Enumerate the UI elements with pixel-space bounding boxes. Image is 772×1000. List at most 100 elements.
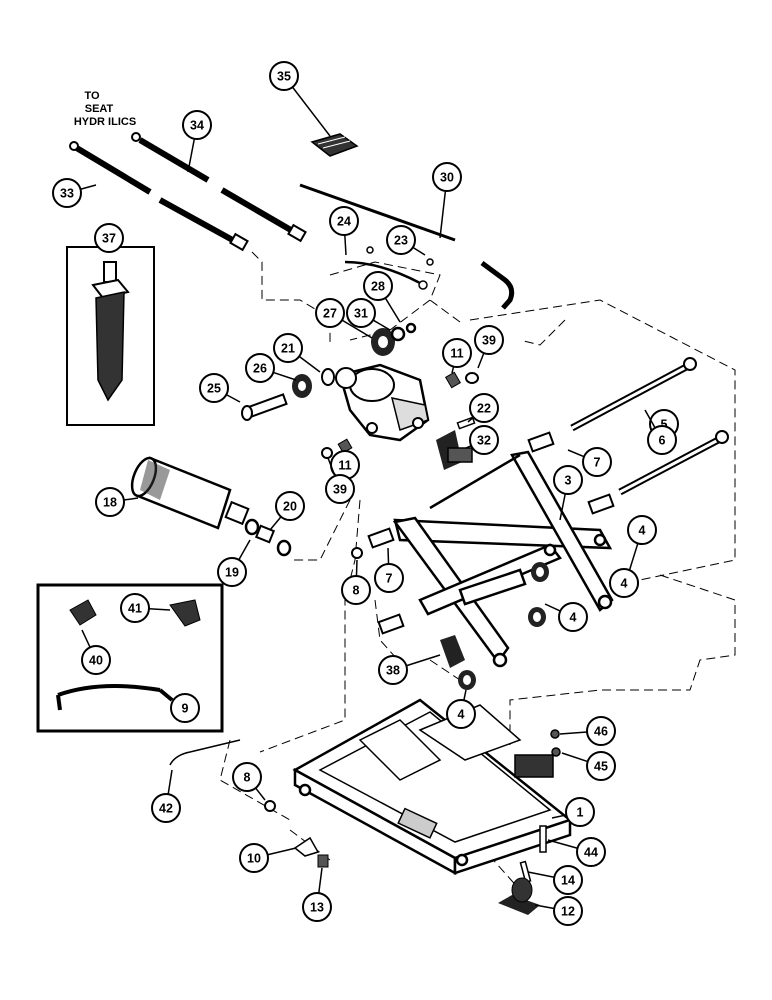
callout-leader <box>267 847 297 856</box>
callout-number: 7 <box>386 572 393 586</box>
callout-12: 12 <box>534 896 583 926</box>
bracket-38 <box>440 635 465 668</box>
callout-44: 44 <box>547 837 606 867</box>
callout-leader <box>372 319 391 331</box>
callout-circle <box>378 655 408 685</box>
callout-number: 4 <box>621 577 628 591</box>
callout-number: 34 <box>190 119 204 133</box>
callout-number: 41 <box>128 602 142 616</box>
callout-39: 39 <box>474 325 504 369</box>
callout-number: 37 <box>102 232 116 246</box>
callout-number: 22 <box>477 402 491 416</box>
inset-37 <box>66 246 155 426</box>
callout-leader <box>298 355 321 373</box>
callout-leader <box>467 416 474 423</box>
callout-number: 7 <box>594 456 601 470</box>
hose-34 <box>131 132 307 243</box>
callout-number: 42 <box>159 802 173 816</box>
callout-leader <box>547 839 578 849</box>
callout-circle <box>363 271 393 301</box>
callout-46: 46 <box>559 716 616 746</box>
callout-circle <box>374 563 404 593</box>
bracket-32 <box>436 430 473 470</box>
callout-circle <box>269 61 299 91</box>
callout-30: 30 <box>432 162 462 239</box>
callout-4: 4 <box>609 568 639 598</box>
callout-leader <box>255 787 266 801</box>
callout-circle <box>94 223 124 253</box>
callout-circle <box>182 110 212 140</box>
callout-number: 20 <box>283 500 297 514</box>
washer-31 <box>390 326 406 342</box>
callout-circle <box>565 797 595 827</box>
callout-42: 42 <box>151 769 181 823</box>
callout-leader <box>327 457 336 477</box>
rod-5 <box>618 430 729 496</box>
callout-circle <box>609 568 639 598</box>
bushing-7-lower <box>367 527 405 635</box>
nut-8-lower <box>264 800 276 812</box>
callout-circle <box>170 693 200 723</box>
callout-circle <box>232 762 262 792</box>
callout-circle <box>446 699 476 729</box>
callout-number: 39 <box>333 483 347 497</box>
callout-leader <box>80 184 97 190</box>
callout-32: 32 <box>465 425 499 455</box>
bolt-44 <box>539 825 547 853</box>
callout-27: 27 <box>315 298 373 339</box>
callout-34: 34 <box>182 110 212 173</box>
callout-number: 24 <box>337 215 351 229</box>
callout-number: 28 <box>371 280 385 294</box>
callout-1: 1 <box>551 797 595 827</box>
callout-leader <box>273 371 297 381</box>
callout-circle <box>199 373 229 403</box>
callout-number: 11 <box>338 459 351 473</box>
callout-leader <box>412 246 426 256</box>
callout-circle <box>586 751 616 781</box>
callout-circle <box>386 225 416 255</box>
rod-6 <box>570 357 697 432</box>
callout-leader <box>644 409 656 429</box>
wire-42 <box>169 739 241 766</box>
callout-number: 10 <box>247 852 261 866</box>
callout-leader <box>559 731 588 735</box>
callout-number: 9 <box>182 702 189 716</box>
callout-20: 20 <box>269 491 305 531</box>
callout-leader <box>551 814 567 819</box>
plug-39-upper <box>465 372 479 384</box>
callout-41: 41 <box>120 593 171 623</box>
callout-leader <box>477 352 485 369</box>
callout-circle <box>432 162 462 192</box>
callout-number: 19 <box>225 566 239 580</box>
callout-circle <box>302 892 332 922</box>
callout-4: 4 <box>544 602 588 632</box>
callout-19: 19 <box>217 539 251 587</box>
callout-number: 12 <box>561 905 575 919</box>
callout-leader <box>81 629 91 648</box>
callout-circle <box>442 338 472 368</box>
bracket-12 <box>498 877 540 915</box>
base-plate-1 <box>292 698 573 876</box>
note-line-3: HYDR ILICS <box>74 116 136 128</box>
callout-33: 33 <box>52 178 97 208</box>
callout-number: 27 <box>323 307 337 321</box>
link-24 <box>344 260 421 285</box>
callout-number: 38 <box>386 664 400 678</box>
callout-31: 31 <box>346 298 391 331</box>
callout-35: 35 <box>269 61 331 137</box>
callout-28: 28 <box>363 271 401 323</box>
callout-number: 3 <box>565 474 572 488</box>
callout-leader <box>269 516 282 531</box>
bearing-26 <box>292 374 312 398</box>
nut-8-upper <box>351 547 363 559</box>
callout-number: 14 <box>561 874 575 888</box>
callout-26: 26 <box>245 353 297 383</box>
callout-number: 11 <box>450 347 463 361</box>
callout-leader <box>451 366 455 374</box>
callout-circle <box>553 865 583 895</box>
callout-circle <box>239 843 269 873</box>
spring-13 <box>317 854 329 868</box>
callout-40: 40 <box>81 629 111 675</box>
callout-number: 4 <box>639 524 646 538</box>
callout-circle <box>81 645 111 675</box>
